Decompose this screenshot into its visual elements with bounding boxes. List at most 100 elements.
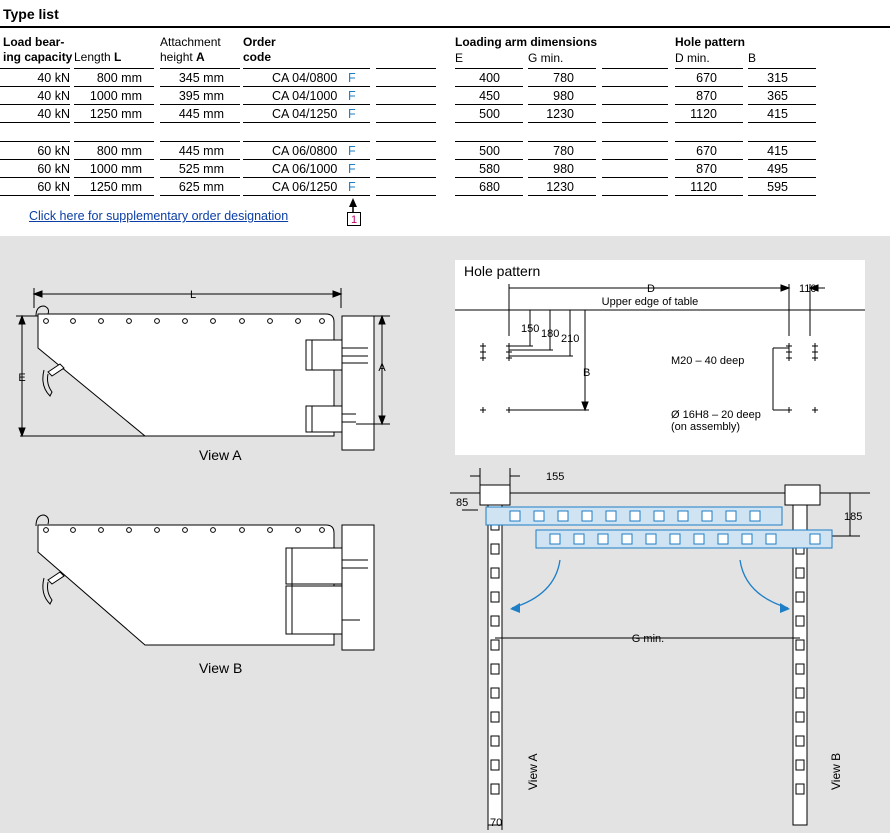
dim-b-label: B xyxy=(583,367,590,379)
header-rule xyxy=(376,68,436,69)
group-rule xyxy=(74,141,154,142)
row-rule xyxy=(528,104,596,105)
cell-e: 450 xyxy=(479,89,500,103)
header-hole-pattern: Hole pattern xyxy=(675,35,746,49)
row-rule xyxy=(243,177,370,178)
row-rule xyxy=(528,177,596,178)
row-rule xyxy=(74,159,154,160)
row-rule xyxy=(602,86,668,87)
view-b-drawing xyxy=(35,514,375,651)
hole-pattern-title: Hole pattern xyxy=(464,263,541,279)
footnote-marker[interactable]: 1 xyxy=(347,198,387,228)
dim-70-label: 70 xyxy=(490,817,502,829)
label-view-a: View A xyxy=(526,754,540,790)
row-rule xyxy=(160,177,240,178)
view-b-caption: View B xyxy=(199,660,243,676)
row-rule xyxy=(602,195,668,196)
dim-85-label: 85 xyxy=(456,497,468,509)
label-view-b: View B xyxy=(829,753,843,790)
footnote-number: 1 xyxy=(351,214,357,226)
group-rule xyxy=(0,141,70,142)
supplementary-order-link[interactable]: Click here for supplementary order desig… xyxy=(29,209,289,223)
row-rule xyxy=(528,86,596,87)
header-rule xyxy=(675,68,743,69)
dim-110-label: 110 xyxy=(799,283,817,295)
row-rule xyxy=(602,122,668,123)
row-rule xyxy=(455,177,523,178)
group-rule xyxy=(160,141,240,142)
row-rule xyxy=(0,159,70,160)
row-rule xyxy=(528,122,596,123)
cell-e: 580 xyxy=(479,162,500,176)
cell-g: 980 xyxy=(553,89,574,103)
row-rule xyxy=(748,177,816,178)
row-rule xyxy=(160,159,240,160)
view-a-drawing: L A E xyxy=(16,288,390,451)
row-rule xyxy=(74,86,154,87)
row-rule xyxy=(675,177,743,178)
cell-d: 670 xyxy=(696,71,717,85)
cell-e: 500 xyxy=(479,107,500,121)
cell-cap: 60 kN xyxy=(37,162,70,176)
cell-g: 1230 xyxy=(546,107,574,121)
table-edge-label: Upper edge of table xyxy=(602,296,699,308)
header-length: Length L xyxy=(74,50,122,64)
cell-len: 1000 mm xyxy=(89,89,142,103)
row-rule xyxy=(376,104,436,105)
cell-cap: 40 kN xyxy=(37,89,70,103)
row-rule xyxy=(243,122,370,123)
cell-att: 625 mm xyxy=(178,180,224,194)
group-rule xyxy=(748,141,816,142)
cell-len: 1250 mm xyxy=(89,180,142,194)
section-title: Type list xyxy=(3,6,59,22)
arm-holes-b xyxy=(43,527,325,533)
hole-pattern-drawing: D 110 Upper edge of table 150 180 210 B … xyxy=(455,283,865,433)
cell-f: F xyxy=(348,71,356,85)
cell-d: 670 xyxy=(696,144,717,158)
cell-f: F xyxy=(348,144,356,158)
cell-code: CA 04/1000 xyxy=(272,89,338,103)
row-rule xyxy=(528,195,596,196)
row-rule xyxy=(376,86,436,87)
row-rule xyxy=(748,159,816,160)
row-rule xyxy=(160,122,240,123)
header-rule xyxy=(748,68,816,69)
cell-att: 445 mm xyxy=(178,107,224,121)
row-rule xyxy=(0,104,70,105)
row-rule xyxy=(455,122,523,123)
row-rule xyxy=(455,86,523,87)
dim-150-label: 150 xyxy=(521,323,539,335)
row-rule xyxy=(0,195,70,196)
cell-code: CA 06/1000 xyxy=(272,162,338,176)
row-rule xyxy=(160,195,240,196)
group-rule xyxy=(675,141,743,142)
dim-210-label: 210 xyxy=(561,333,579,345)
cell-g: 1230 xyxy=(546,180,574,194)
row-rule xyxy=(748,195,816,196)
dim-l-label: L xyxy=(190,289,196,301)
dim-155-label: 155 xyxy=(546,471,564,483)
cell-b: 365 xyxy=(767,89,788,103)
row-rule xyxy=(376,122,436,123)
cell-cap: 60 kN xyxy=(37,144,70,158)
cell-f: F xyxy=(348,162,356,176)
dim-d-label: D xyxy=(647,283,655,295)
arrow-up-icon xyxy=(349,198,357,207)
swing-arrows xyxy=(511,559,789,609)
cell-att: 395 mm xyxy=(178,89,224,103)
row-rule xyxy=(74,104,154,105)
cell-b: 415 xyxy=(767,144,788,158)
dim-185-label: 185 xyxy=(844,511,862,523)
header-rule xyxy=(160,68,240,69)
cell-cap: 60 kN xyxy=(37,180,70,194)
header-rule xyxy=(602,68,668,69)
cell-att: 345 mm xyxy=(178,71,224,85)
bore-note-2: (on assembly) xyxy=(671,421,740,433)
row-rule xyxy=(160,86,240,87)
cell-b: 595 xyxy=(767,180,788,194)
cell-g: 780 xyxy=(553,71,574,85)
cell-f: F xyxy=(348,107,356,121)
cell-d: 870 xyxy=(696,89,717,103)
header-rule xyxy=(74,68,154,69)
header-rule xyxy=(455,68,523,69)
